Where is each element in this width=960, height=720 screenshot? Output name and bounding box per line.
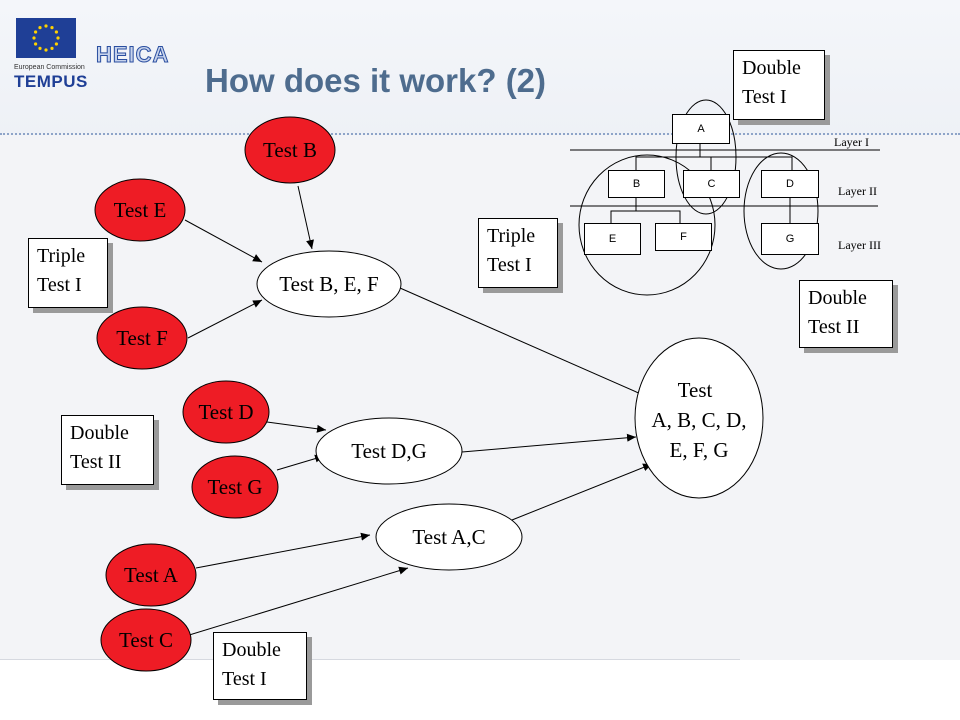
tree-node-c: C — [683, 170, 740, 198]
label-line-1: Triple — [37, 245, 86, 267]
arrow-a-to-ac — [195, 532, 371, 569]
layer-1-label: Layer I — [834, 135, 869, 149]
slide-title: How does it work? (2) — [205, 62, 547, 99]
triple-test-i-group — [578, 154, 716, 296]
label-line-1: Double — [222, 639, 281, 661]
double-test-i-group — [675, 99, 737, 215]
label-line-1: Double — [742, 57, 801, 79]
final-label-line1: Test — [678, 378, 713, 402]
arrow-bef-to-final — [399, 287, 651, 399]
arrow-b-to-bef — [297, 185, 314, 250]
arrow-f-to-bef — [187, 299, 263, 339]
tree-node-b: B — [608, 170, 665, 198]
eu-flag-icon — [16, 18, 76, 58]
tree-node-a: A — [672, 114, 730, 144]
tree-node-g: G — [761, 223, 819, 255]
layer-2-label: Layer II — [838, 184, 877, 198]
label-double-test-ii-right: Double Test II — [799, 280, 893, 348]
label-double-test-i-bottom: Double Test I — [213, 632, 307, 700]
test-bef-label: Test B, E, F — [279, 272, 378, 296]
test-b-label: Test B — [263, 138, 317, 162]
label-line-1: Double — [808, 287, 867, 309]
label-line-1: Triple — [487, 225, 536, 247]
heica-tempus-logo: HEICA European Commission TEMPUS — [14, 14, 174, 94]
footer-divider — [0, 659, 740, 660]
tree-edge-level1 — [635, 156, 793, 170]
header-divider — [0, 133, 960, 135]
label-triple-test-i-left: Triple Test I — [28, 238, 108, 308]
label-line-2: Test I — [487, 254, 532, 276]
test-e-node — [94, 178, 186, 242]
arrow-ac-to-final — [511, 463, 653, 521]
test-g-label: Test G — [207, 475, 262, 499]
test-c-node — [100, 608, 192, 672]
test-ac-node — [375, 503, 523, 571]
test-d-label: Test D — [198, 400, 253, 424]
test-f-label: Test F — [116, 326, 168, 350]
test-a-node — [105, 543, 197, 607]
test-f-node — [96, 306, 188, 370]
final-label-line2: A, B, C, D, — [651, 408, 746, 432]
test-dg-label: Test D,G — [351, 439, 427, 463]
tempus-wordmark: TEMPUS — [14, 72, 88, 91]
test-dg-node — [315, 417, 463, 485]
test-a-label: Test A — [124, 563, 179, 587]
test-c-label: Test C — [119, 628, 173, 652]
test-ac-label: Test A,C — [412, 525, 485, 549]
label-line-2: Test I — [222, 668, 267, 690]
double-test-ii-group — [743, 152, 819, 270]
arrow-c-to-ac — [185, 566, 409, 637]
label-triple-test-i-tree: Triple Test I — [478, 218, 558, 288]
arrow-d-to-dg — [266, 421, 327, 433]
label-line-1: Double — [70, 422, 129, 444]
test-b-node — [244, 116, 336, 184]
test-d-node — [182, 380, 270, 444]
test-bef-node — [256, 250, 402, 318]
test-e-label: Test E — [114, 198, 167, 222]
arrow-dg-to-final — [461, 433, 637, 453]
label-line-2: Test II — [70, 451, 122, 473]
layer-3-label: Layer III — [838, 238, 881, 252]
tree-node-d: D — [761, 170, 819, 198]
final-label-line3: E, F, G — [670, 438, 729, 462]
arrow-g-to-dg — [276, 454, 325, 471]
test-g-node — [191, 455, 279, 519]
label-double-test-ii-left: Double Test II — [61, 415, 154, 485]
tree-edge-level2 — [610, 210, 681, 223]
commission-text: European Commission — [14, 64, 85, 71]
arrow-e-to-bef — [184, 219, 263, 263]
label-double-test-i-top: Double Test I — [733, 50, 825, 120]
tree-node-f: F — [655, 223, 712, 251]
label-line-2: Test I — [37, 274, 82, 296]
footer-background — [0, 660, 740, 720]
heica-wordmark: HEICA — [95, 42, 170, 68]
label-line-2: Test II — [808, 316, 860, 338]
tree-node-e: E — [584, 223, 641, 255]
test-final-node — [634, 337, 764, 499]
label-line-2: Test I — [742, 86, 787, 108]
